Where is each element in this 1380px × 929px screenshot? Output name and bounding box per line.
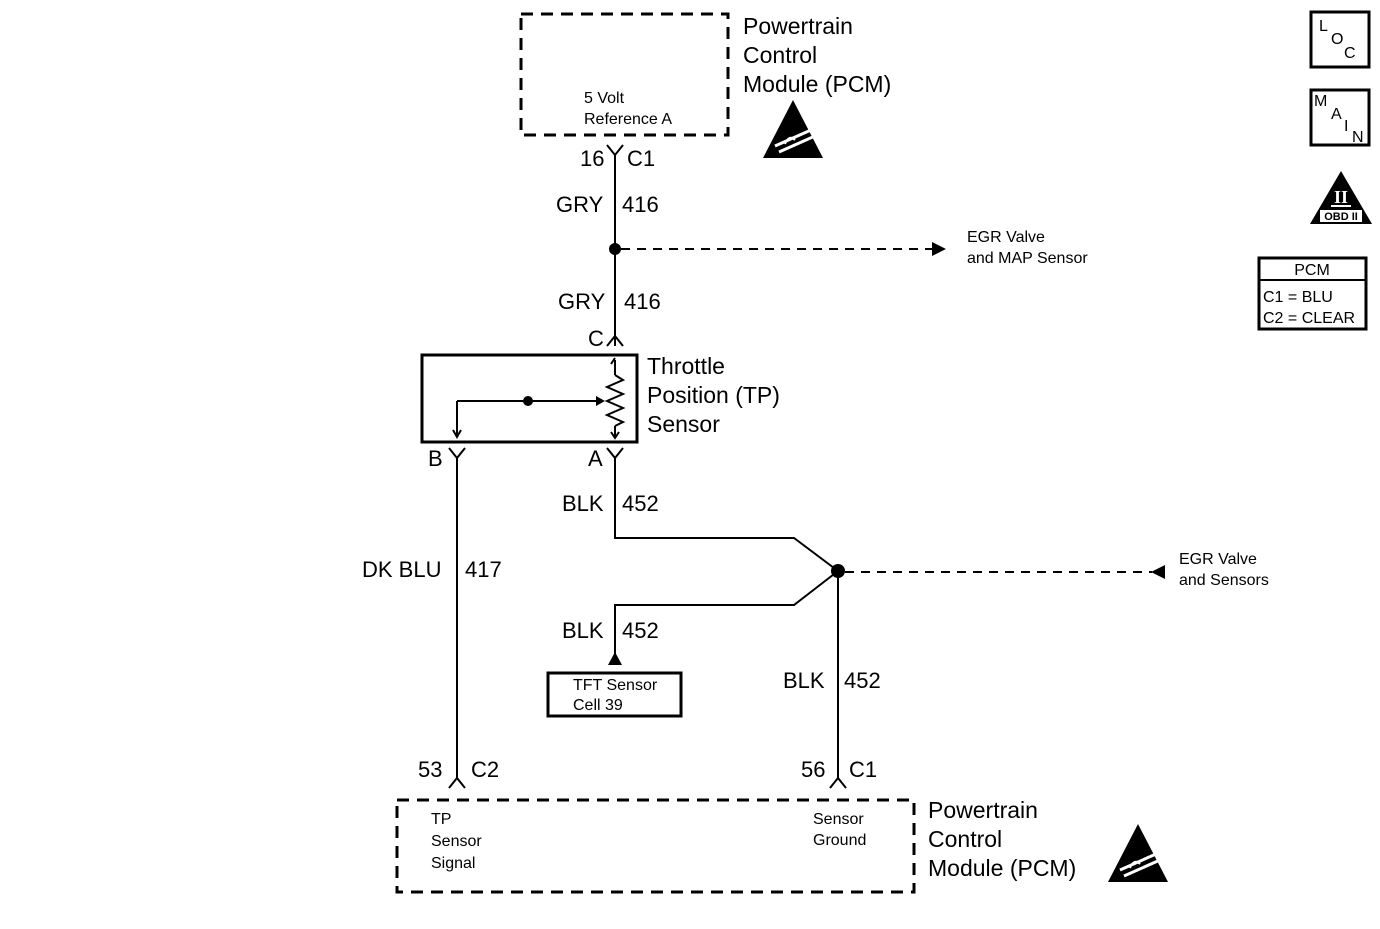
pcm-bottom-left-pin: 53 bbox=[418, 757, 442, 782]
tft-sensor-box bbox=[546, 671, 683, 718]
pcm-bottom-title-3: Module (PCM) bbox=[928, 855, 1076, 881]
obd-numeral: II bbox=[1334, 187, 1348, 207]
main-letter-a: A bbox=[1331, 106, 1342, 123]
main-letter-i: I bbox=[1344, 118, 1348, 135]
resistor-arrow-top bbox=[610, 357, 616, 365]
connector-56-c1-symbol bbox=[829, 776, 847, 789]
tp-signal-label-3: Signal bbox=[431, 855, 475, 872]
wiper-node bbox=[523, 396, 533, 406]
wire-452-to-tft bbox=[614, 570, 839, 655]
wire-452-a-circuit: 452 bbox=[622, 491, 659, 516]
wire-416-lower-circuit: 416 bbox=[624, 289, 661, 314]
pcm-top-pin-label-1: 5 Volt bbox=[584, 90, 625, 107]
egr-map-label-1: EGR Valve bbox=[967, 229, 1045, 246]
wire-452-a-color: BLK bbox=[562, 491, 604, 516]
pcm-top-pin: 16 bbox=[580, 146, 604, 171]
wiper-down-arrow-icon bbox=[452, 429, 462, 440]
tft-label-2: Cell 39 bbox=[573, 697, 623, 714]
tp-signal-label-2: Sensor bbox=[431, 833, 482, 850]
main-letter-m: M bbox=[1314, 93, 1327, 110]
tp-sensor-box bbox=[420, 353, 639, 444]
pcm-top-connector: C1 bbox=[627, 146, 655, 171]
tp-signal-label-1: TP bbox=[431, 811, 451, 828]
pcm-top-title-2: Control bbox=[743, 42, 817, 68]
wire-452-tft-color: BLK bbox=[562, 618, 604, 643]
arrow-right-icon bbox=[932, 242, 946, 256]
pcm-bottom-title-1: Powertrain bbox=[928, 797, 1038, 823]
pcm-bottom-left-connector: C2 bbox=[471, 757, 499, 782]
wire-452-pcm-circuit: 452 bbox=[844, 668, 881, 693]
pcm-top-title-3: Module (PCM) bbox=[743, 71, 891, 97]
egr-sensors-label-2: and Sensors bbox=[1179, 572, 1269, 589]
pcm-bottom: 53 C2 56 C1 TP Sensor Signal Sensor Grou… bbox=[395, 757, 1168, 894]
tp-title-2: Position (TP) bbox=[647, 382, 780, 408]
egr-sensors-label-1: EGR Valve bbox=[1179, 551, 1257, 568]
pcm-top-box bbox=[519, 12, 730, 137]
legend-row-2: C2 = CLEAR bbox=[1263, 310, 1355, 327]
ground-label-2: Ground bbox=[813, 832, 866, 849]
esd-warning-icon bbox=[1108, 824, 1168, 882]
splice-416 bbox=[609, 243, 621, 255]
wire-416-lower-color: GRY bbox=[558, 289, 606, 314]
wire-416-upper-color: GRY bbox=[556, 192, 604, 217]
legend-row-1: C1 = BLU bbox=[1263, 289, 1333, 306]
pcm-bottom-title-2: Control bbox=[928, 826, 1002, 852]
wire-416-upper-circuit: 416 bbox=[622, 192, 659, 217]
pcm-top: 5 Volt Reference A Powertrain Control Mo… bbox=[519, 12, 891, 171]
pcm-bottom-box bbox=[395, 798, 916, 894]
egr-map-label-2: and MAP Sensor bbox=[967, 250, 1088, 267]
wire-417-circuit: 417 bbox=[465, 557, 502, 582]
pcm-connector-legend: PCM C1 = BLU C2 = CLEAR bbox=[1257, 256, 1368, 331]
loc-letter-c: C bbox=[1344, 45, 1356, 62]
resistor-icon bbox=[604, 374, 626, 427]
connector-a-symbol bbox=[606, 447, 624, 460]
arrow-up-icon bbox=[608, 652, 622, 665]
connector-53-c2-symbol bbox=[448, 776, 466, 789]
arrow-left-icon bbox=[1151, 565, 1165, 579]
loc-icon: L O C bbox=[1309, 10, 1371, 69]
main-letter-n: N bbox=[1352, 129, 1364, 146]
tft-label-1: TFT Sensor bbox=[573, 677, 658, 694]
loc-letter-o: O bbox=[1331, 31, 1343, 48]
wire-452-from-a bbox=[614, 458, 839, 572]
connector-16-c1-symbol bbox=[606, 144, 624, 157]
pcm-bottom-right-pin: 56 bbox=[801, 757, 825, 782]
tp-sensor: C Throttle Position (TP) Sensor B A bbox=[420, 326, 780, 471]
pcm-top-title-1: Powertrain bbox=[743, 13, 853, 39]
wiper-arrow-icon bbox=[596, 396, 605, 406]
main-icon: M A I N bbox=[1309, 88, 1371, 147]
legend-title: PCM bbox=[1294, 262, 1330, 279]
tp-title-3: Sensor bbox=[647, 411, 720, 437]
tp-title-1: Throttle bbox=[647, 353, 725, 379]
wire-452-tft-circuit: 452 bbox=[622, 618, 659, 643]
resistor-arrow-bottom bbox=[610, 431, 620, 440]
pcm-bottom-right-connector: C1 bbox=[849, 757, 877, 782]
wire-417-color: DK BLU bbox=[362, 557, 441, 582]
wire-452-pcm-color: BLK bbox=[783, 668, 825, 693]
obd-ii-icon: II OBD II bbox=[1310, 171, 1372, 224]
tp-terminal-a: A bbox=[588, 446, 603, 471]
ground-label-1: Sensor bbox=[813, 811, 864, 828]
connector-b-symbol bbox=[448, 447, 466, 460]
connector-c-symbol bbox=[606, 334, 624, 347]
obd-text: OBD II bbox=[1324, 211, 1358, 223]
tp-terminal-c: C bbox=[588, 326, 604, 351]
pcm-top-pin-label-2: Reference A bbox=[584, 111, 672, 128]
esd-warning-icon bbox=[763, 100, 823, 158]
loc-letter-l: L bbox=[1319, 18, 1328, 35]
tp-terminal-b: B bbox=[428, 446, 443, 471]
